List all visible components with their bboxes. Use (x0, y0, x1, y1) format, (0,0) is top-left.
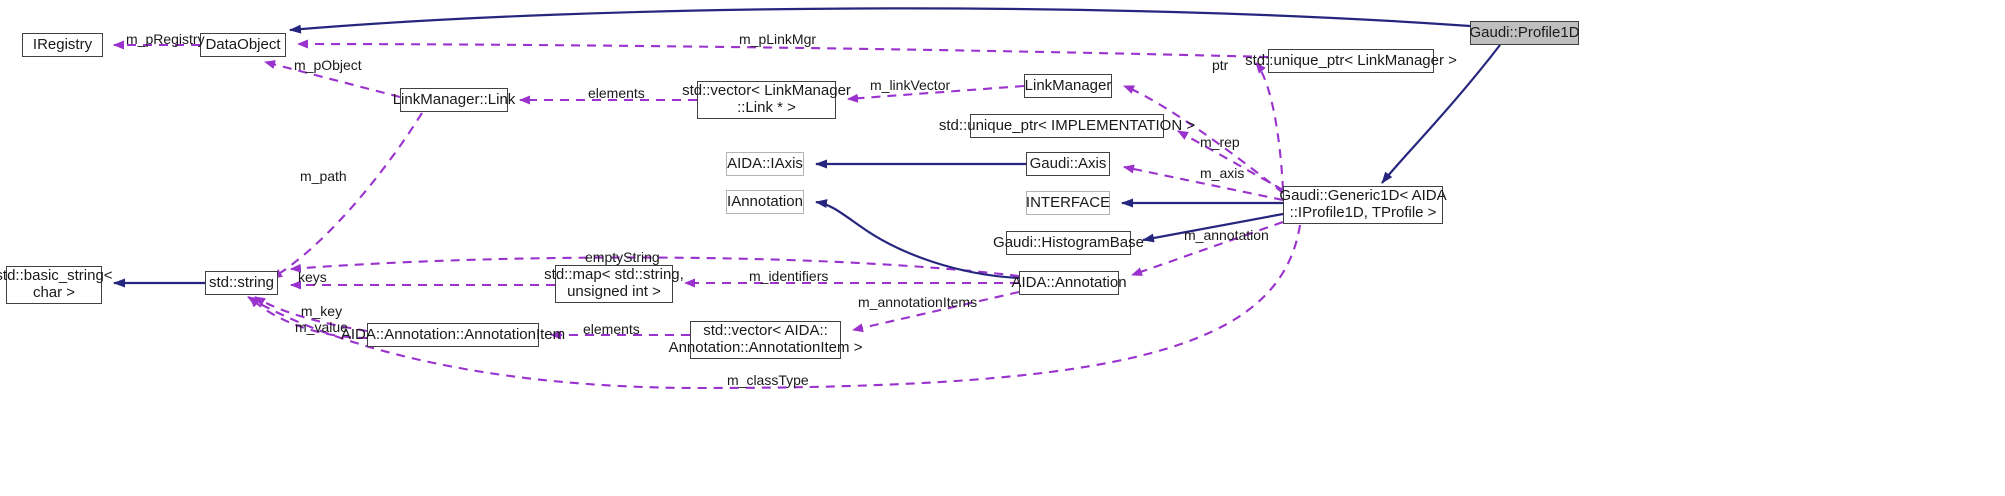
edge-label-m-pobject: m_pObject (294, 57, 362, 73)
node-gaudi-profile1d[interactable]: Gaudi::Profile1D (1469, 21, 1580, 45)
edge-label-m-path: m_path (300, 168, 347, 184)
node-unique-ptr-linkmanager[interactable]: std::unique_ptr< LinkManager > (1245, 49, 1457, 73)
edge-label-ptr: ptr (1212, 57, 1229, 73)
edge-label-m-linkvector: m_linkVector (870, 77, 951, 93)
edge-label-m-annotationitems: m_annotationItems (858, 294, 978, 310)
edge-ptr-uniqueptr (1255, 62, 1285, 191)
node-vector-annotationitem[interactable]: std::vector< AIDA:: Annotation::Annotati… (669, 321, 862, 359)
edge-label-m-key-m-value: m_key m_value (295, 303, 348, 336)
node-gaudi-axis[interactable]: Gaudi::Axis (1026, 152, 1110, 176)
node-vector-linkmanager-link[interactable]: std::vector< LinkManager ::Link * > (682, 81, 851, 119)
node-linkmanager[interactable]: LinkManager (1024, 74, 1112, 98)
edge-label-m-plinkmgr: m_pLinkMgr (739, 31, 817, 47)
edge-label-emptystring: emptyString (585, 249, 660, 265)
edge-inherit-profile1d-dataobject (289, 7, 1471, 34)
node-aida-annotation[interactable]: AIDA::Annotation (1011, 271, 1127, 295)
node-std-basic-string[interactable]: std::basic_string< char > (0, 266, 113, 304)
node-std-map-string-uint[interactable]: std::map< std::string, unsigned int > (544, 265, 684, 303)
edge-label-m-pregistry: m_pRegistry (126, 31, 205, 47)
edge-label-m-identifiers: m_identifiers (749, 268, 829, 284)
node-iannotation[interactable]: IAnnotation (726, 190, 804, 214)
edge-label-m-rep: m_rep (1200, 134, 1240, 150)
node-interface[interactable]: INTERFACE (1026, 191, 1110, 215)
edge-inherit-annotation-iannotation (815, 199, 1020, 280)
node-gaudi-histogrambase[interactable]: Gaudi::HistogramBase (993, 231, 1144, 255)
edge-label-elements-link: elements (588, 85, 645, 101)
node-aida-iaxis[interactable]: AIDA::IAxis (726, 152, 804, 176)
edge-label-keys: keys (298, 269, 327, 285)
edge-m_path (271, 112, 423, 279)
edge-label-m-annotation: m_annotation (1184, 227, 1269, 243)
edge-label-m-axis: m_axis (1200, 165, 1245, 181)
node-gaudi-generic1d[interactable]: Gaudi::Generic1D< AIDA ::IProfile1D, TPr… (1279, 186, 1447, 224)
edge-label-m-classtype: m_classType (727, 372, 809, 388)
node-dataobject[interactable]: DataObject (200, 33, 286, 57)
node-linkmanager-link[interactable]: LinkManager::Link (393, 88, 515, 112)
node-iregistry[interactable]: IRegistry (22, 33, 103, 57)
node-unique-ptr-implementation[interactable]: std::unique_ptr< IMPLEMENTATION > (939, 114, 1195, 138)
node-aida-annotationitem[interactable]: AIDA::Annotation::AnnotationItem (341, 323, 565, 347)
edge-label-elements-annot: elements (583, 321, 640, 337)
node-std-string[interactable]: std::string (205, 271, 278, 295)
